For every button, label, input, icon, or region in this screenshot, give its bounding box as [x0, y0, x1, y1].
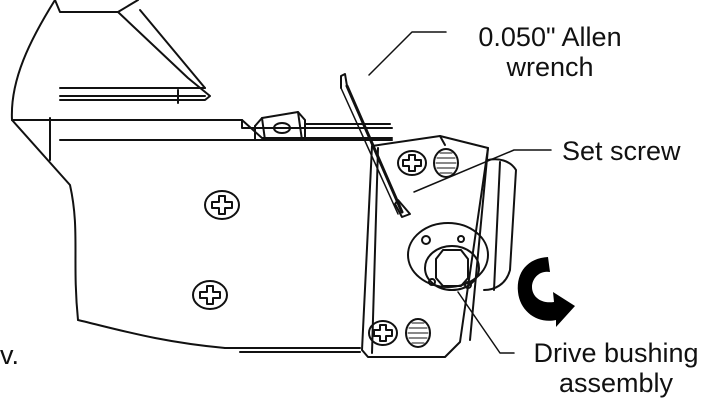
side-housing	[483, 158, 517, 291]
threaded-hole	[405, 318, 431, 348]
drive-bushing-label-line2: assembly	[558, 368, 674, 398]
phillips-screw-icon	[192, 280, 228, 310]
drive-bushing-label-line1: Drive bushing	[533, 338, 699, 368]
allen-wrench-label: 0.050" Allen wrench	[445, 22, 655, 82]
allen-wrench	[340, 73, 411, 218]
rail-body	[10, 0, 393, 353]
drive-bushing	[407, 222, 489, 291]
allen-wrench-label-line2: wrench	[506, 52, 594, 82]
rotate-clockwise-arrow-icon	[517, 257, 575, 327]
set-screw-label: Set screw	[562, 136, 681, 166]
top-cover	[54, 0, 211, 104]
phillips-screw-icon	[368, 320, 398, 346]
drive-bushing-label: Drive bushing assembly	[514, 338, 718, 398]
phillips-screw-icon	[397, 150, 427, 176]
threaded-hole	[433, 148, 459, 178]
end-plate	[361, 135, 489, 358]
phillips-screw-icon	[204, 190, 240, 220]
cropped-text-fragment: v.	[0, 340, 19, 370]
leader-lines	[368, 31, 552, 354]
allen-wrench-label-line1: 0.050" Allen	[478, 22, 622, 52]
top-bracket	[254, 111, 391, 141]
